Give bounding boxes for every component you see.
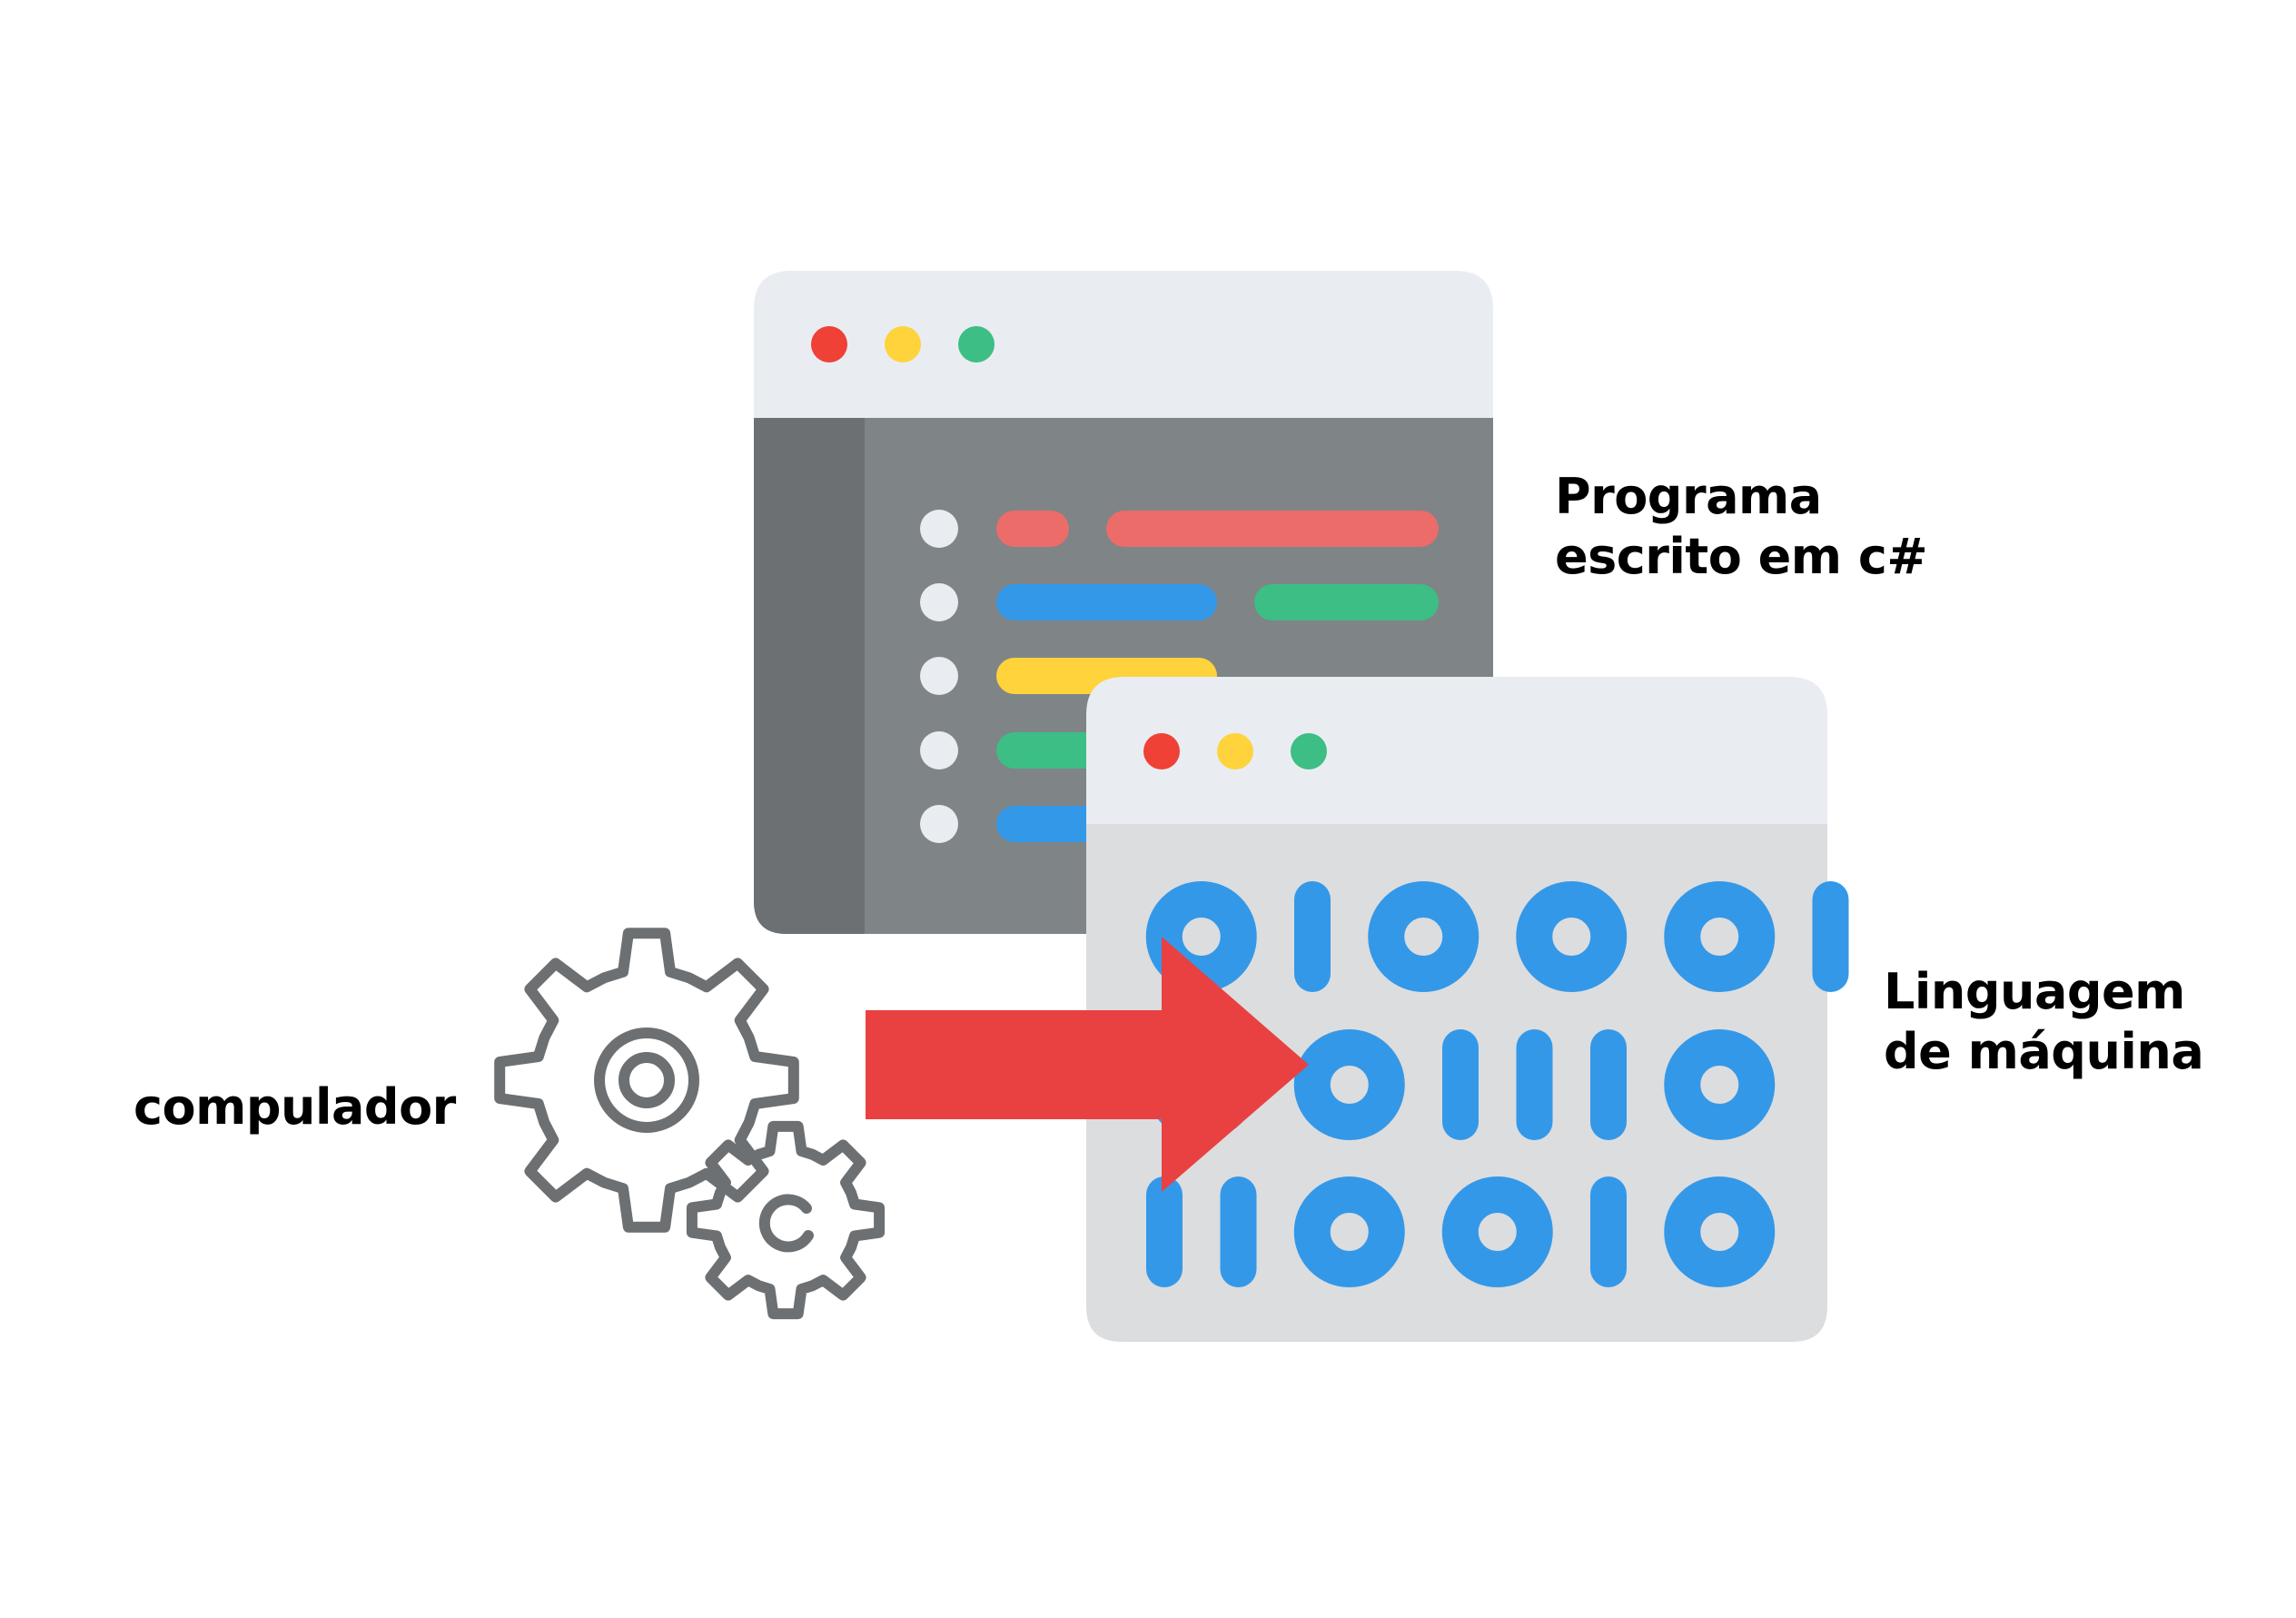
large-gear-inner-ring <box>594 1027 699 1133</box>
binary-zero <box>1293 1176 1405 1287</box>
line-number-dot <box>920 510 958 548</box>
binary-one <box>1590 1029 1627 1140</box>
binary-zero <box>1664 881 1776 992</box>
source-window-titlebar <box>754 271 1493 418</box>
machine-language-label: Linguagem de máquina <box>1884 962 2204 1082</box>
large-gear-hub <box>619 1052 675 1108</box>
binary-zero <box>1441 1176 1553 1287</box>
compiler-label: compulador <box>134 1078 456 1136</box>
close-dot-icon <box>811 326 847 362</box>
binary-one <box>1590 1176 1627 1287</box>
binary-zero <box>1293 1029 1405 1140</box>
binary-window <box>1086 677 1849 1342</box>
source-program-label: Programa escrito em c# <box>1555 467 1928 587</box>
binary-one <box>1294 881 1331 992</box>
line-number-dot <box>920 583 958 621</box>
line-number-dot <box>920 657 958 695</box>
binary-digits <box>1145 881 1849 1287</box>
close-dot-icon <box>1143 733 1180 769</box>
code-token <box>1106 511 1439 547</box>
binary-window-titlebar <box>1086 677 1827 824</box>
line-number-dot <box>920 731 958 769</box>
maximize-dot-icon <box>1291 733 1327 769</box>
small-gear-icon <box>686 1120 886 1320</box>
binary-zero <box>1368 881 1480 992</box>
maximize-dot-icon <box>958 326 995 362</box>
source-label-line-2: escrito em c# <box>1555 528 1928 585</box>
line-number-dot <box>920 805 958 843</box>
machine-label-line-1: Linguagem <box>1884 963 2185 1020</box>
source-label-line-1: Programa <box>1555 468 1822 525</box>
minimize-dot-icon <box>1217 733 1253 769</box>
binary-zero <box>1516 881 1628 992</box>
code-token <box>1254 584 1439 620</box>
binary-one <box>1442 1029 1479 1140</box>
binary-zero <box>1664 1029 1776 1140</box>
source-window-gutter <box>754 418 865 934</box>
binary-one <box>1220 1176 1257 1287</box>
binary-one <box>1812 881 1849 992</box>
binary-zero <box>1664 1176 1776 1287</box>
binary-one <box>1516 1029 1553 1140</box>
small-gear-hub <box>758 1194 814 1253</box>
code-token <box>996 511 1069 547</box>
machine-label-line-2: de máquina <box>1884 1023 2204 1080</box>
binary-one <box>1146 1176 1183 1287</box>
right-arrow-icon <box>866 937 1309 1192</box>
gears-icon <box>494 928 886 1320</box>
large-gear-icon <box>494 928 799 1233</box>
code-token <box>996 584 1217 620</box>
code-lines <box>920 510 1439 843</box>
minimize-dot-icon <box>885 326 921 362</box>
